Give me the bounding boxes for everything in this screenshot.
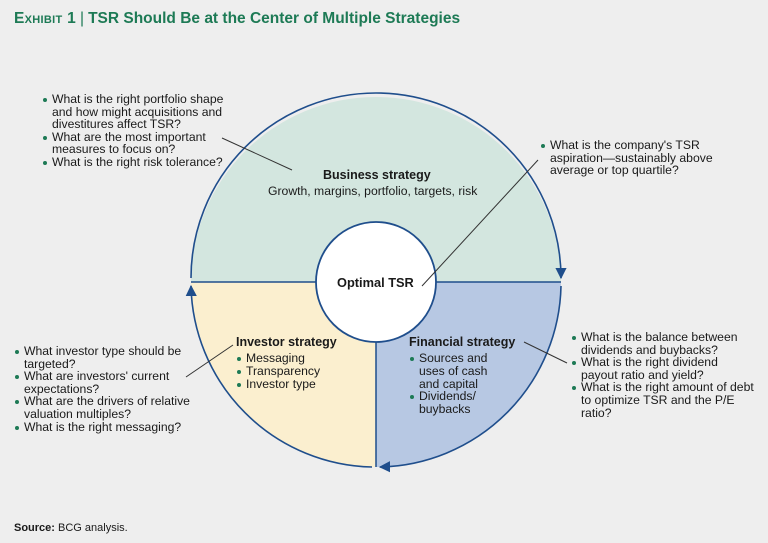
investor-item: Messaging xyxy=(236,352,356,365)
question-item: What are investors' current expectations… xyxy=(14,370,194,395)
business-strategy-subtitle: Growth, margins, portfolio, targets, ris… xyxy=(268,184,478,198)
leader-tsr xyxy=(421,159,539,287)
source-label: Source: xyxy=(14,522,55,534)
center-circle xyxy=(315,221,437,343)
financial-item: Sources and uses of cash and capital xyxy=(409,352,497,390)
investor-strategy-title: Investor strategy xyxy=(236,335,337,349)
question-item: What is the right amount of debt to opti… xyxy=(571,381,756,419)
financial-strategy-items: Sources and uses of cash and capital Div… xyxy=(409,352,497,416)
question-item: What is the right dividend payout ratio … xyxy=(571,356,756,381)
tsr-questions: What is the company's TSR aspiration—sus… xyxy=(540,139,740,177)
question-item: What are the drivers of relative valuati… xyxy=(14,395,194,420)
investor-item: Investor type xyxy=(236,377,356,391)
question-item: What is the balance between dividends an… xyxy=(571,331,756,356)
outer-arc-right xyxy=(378,285,562,473)
source-text: BCG analysis. xyxy=(58,522,128,534)
financial-strategy-title: Financial strategy xyxy=(409,335,516,349)
question-item: What is the right risk tolerance? xyxy=(42,156,247,169)
investor-questions: What investor type should be targeted? W… xyxy=(14,345,194,433)
financial-item: Dividends/ buybacks xyxy=(409,390,497,416)
business-strategy-title: Business strategy xyxy=(323,168,431,182)
investor-item: Transparency xyxy=(236,364,356,378)
leader-business xyxy=(221,137,293,171)
financial-questions: What is the balance between dividends an… xyxy=(571,331,756,419)
source-note: Source: BCG analysis. xyxy=(14,522,128,534)
question-item: What is the right portfolio shape and ho… xyxy=(42,93,247,131)
question-item: What is the company's TSR aspiration—sus… xyxy=(540,139,740,177)
investor-segment xyxy=(191,282,376,467)
exhibit-headline: TSR Should Be at the Center of Multiple … xyxy=(88,10,461,27)
leader-financial xyxy=(523,341,568,364)
outer-arc-left xyxy=(185,284,373,468)
exhibit-number: Exhibit 1 xyxy=(14,10,77,27)
question-item: What is the right messaging? xyxy=(14,420,194,434)
leader-investor xyxy=(185,344,234,378)
question-item: What are the most important measures to … xyxy=(42,130,247,156)
financial-segment xyxy=(376,282,561,467)
question-item: What investor type should be targeted? xyxy=(14,345,194,370)
investor-strategy-items: Messaging Transparency Investor type xyxy=(236,352,356,390)
business-questions: What is the right portfolio shape and ho… xyxy=(42,93,247,169)
exhibit-title: Exhibit 1|TSR Should Be at the Center of… xyxy=(14,10,460,28)
center-label: Optimal TSR xyxy=(337,275,414,290)
title-separator: | xyxy=(80,10,85,27)
outer-arc-top xyxy=(190,92,567,280)
